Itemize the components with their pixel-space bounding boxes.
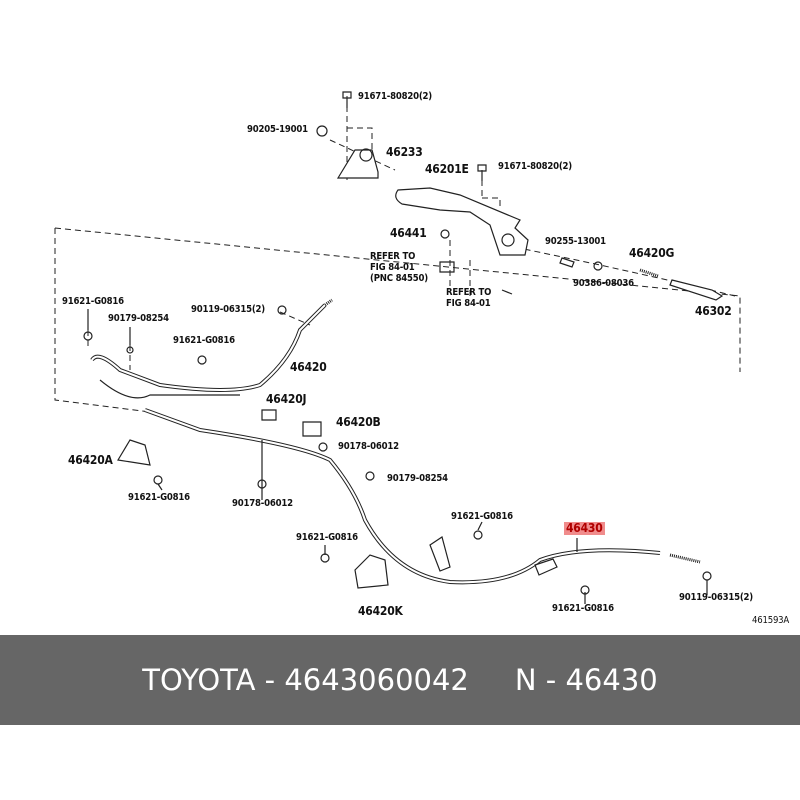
label-46420g: 46420G [629,246,675,260]
label-bolt-cable-end: 90119-06315(2) [679,592,753,603]
label-46233: 46233 [386,145,423,159]
label-washer: 90205-19001 [247,124,308,135]
label-bolt-right: 91621-G0816 [552,603,614,614]
label-46420: 46420 [290,360,327,374]
refer-note-1-line1: REFER TO [370,251,416,262]
label-46441: 46441 [390,226,427,240]
label-bolt-k: 91621-G0816 [296,532,358,543]
label-bolt-left2: 91621-G0816 [173,335,235,346]
banner-pnc: N - 46430 [514,663,658,697]
refer-note-2-line2: FIG 84-01 [446,298,491,309]
label-pin: 90255-13001 [545,236,606,247]
label-grommet-right: 90178-06012 [338,441,399,452]
label-bolt-cable-top: 90119-06315(2) [191,304,265,315]
refer-note-1: REFER TO FIG 84-01 (PNC 84550) [370,251,428,284]
refer-note-1-line2: FIG 84-01 [370,262,415,273]
label-46430-highlighted[interactable]: 46430 [564,521,605,535]
parts-diagram: 91671-80820(2) 90205-19001 46233 46201E … [54,91,790,626]
label-bolt-left1: 91621-G0816 [62,296,124,307]
figure-code: 461593A [752,615,790,626]
label-bolt-left3: 91621-G0816 [128,492,190,503]
outline-left [54,228,151,413]
label-bolt-mid: 91621-G0816 [451,511,513,522]
label-bolt-top: 91671-80820(2) [358,91,432,102]
label-46201e: 46201E [425,162,469,176]
label-grommet-left: 90178-06012 [232,498,293,509]
label-46302: 46302 [695,304,732,318]
label-clip-left: 90179-08254 [108,313,169,324]
label-nut: 90386-08036 [573,278,634,289]
refer-note-2-line1: REFER TO [446,287,492,298]
diagram-drawing [54,91,741,604]
label-bolt-lever: 91671-80820(2) [498,161,572,172]
banner-brand-part-number: TOYOTA - 4643060042 [142,663,469,697]
label-46420a: 46420A [68,453,113,467]
label-46420k: 46420K [358,604,403,618]
label-46420j: 46420J [266,392,307,406]
label-clip-mid: 90179-08254 [387,473,448,484]
part-number-banner: TOYOTA - 4643060042 N - 46430 [0,635,800,725]
refer-note-2: REFER TO FIG 84-01 [446,287,491,309]
refer-note-1-line3: (PNC 84550) [370,273,429,284]
label-46420b: 46420B [336,415,381,429]
